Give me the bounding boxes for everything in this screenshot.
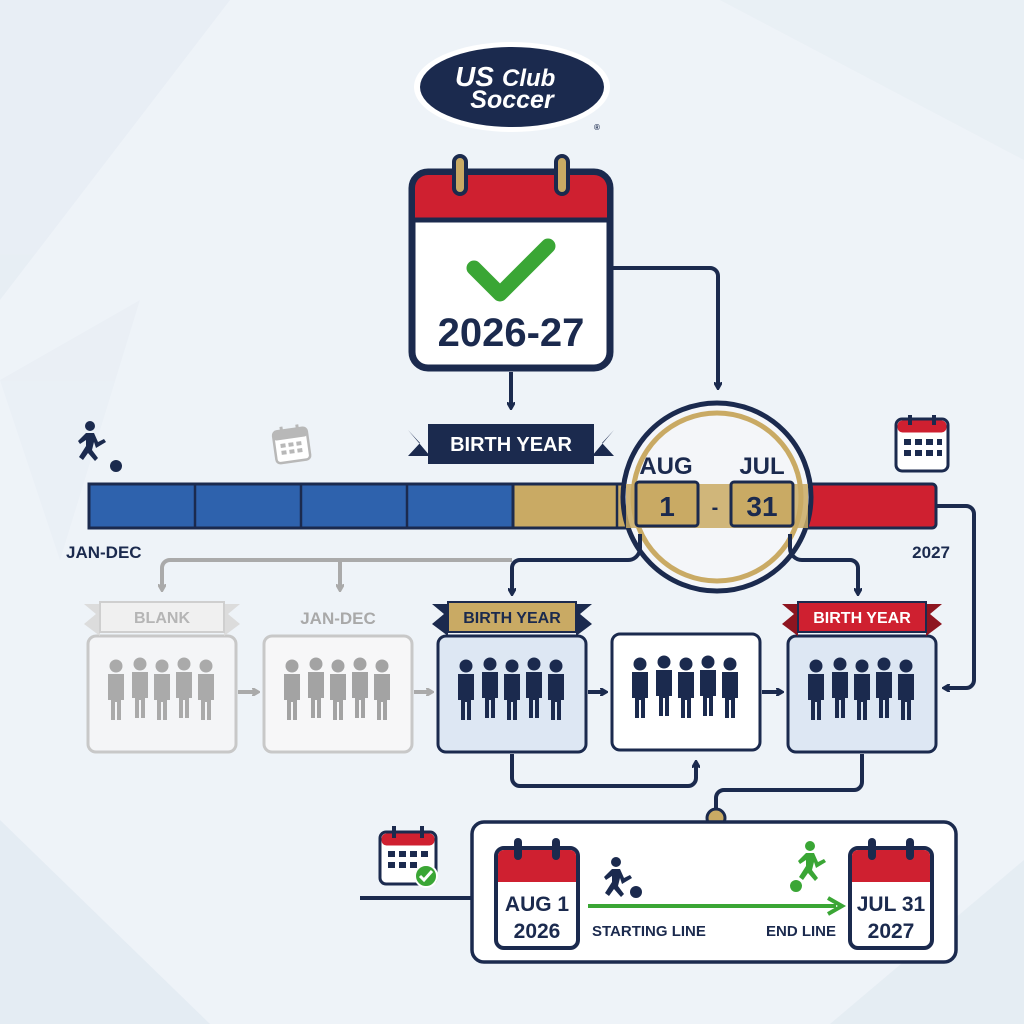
group-blank: BLANK [84, 601, 240, 754]
start-date-line2: 2026 [514, 920, 561, 943]
group-birth-year-red: BIRTH YEAR [782, 601, 942, 754]
runner-start-icon [604, 857, 642, 898]
runner-end-icon [790, 841, 826, 892]
checkmark-icon [466, 238, 556, 302]
end-date-line1: JUL 31 [857, 893, 926, 916]
window-end-month: JUL [739, 453, 784, 480]
logo-soccer: Soccer [470, 86, 555, 114]
group-jan-dec: JAN-DEC [262, 609, 414, 754]
season-calendar: 2026-27 [408, 154, 614, 372]
group-birth-year-gold: BIRTH YEAR [432, 601, 592, 754]
calendar-faded-icon [270, 421, 313, 466]
bar-connectors [162, 504, 976, 688]
start-date-calendar: AUG 1 2026 [494, 838, 580, 950]
starting-line-caption: STARTING LINE [592, 923, 706, 940]
end-line-caption: END LINE [766, 923, 836, 940]
timeline-right-label: 2027 [912, 543, 950, 562]
date-window-magnifier: AUG JUL 1 - 31 [620, 400, 814, 594]
us-club-soccer-logo: US Club Soccer ® [414, 42, 610, 132]
calendar-icon [894, 415, 950, 473]
group-jan-dec-label: JAN-DEC [300, 609, 376, 628]
logo-club: Club [502, 65, 555, 92]
timeline-bar: JAN-DEC 2027 [66, 482, 950, 562]
window-end-day: 31 [746, 491, 777, 522]
season-label: 2026-27 [438, 311, 585, 355]
calendar-check-icon [378, 826, 438, 888]
birth-year-banner-label: BIRTH YEAR [450, 434, 572, 456]
season-window-panel: AUG 1 2026 JUL 31 2027 STARTING LINE END… [360, 820, 958, 964]
runner-icon [78, 421, 122, 472]
start-date-line1: AUG 1 [505, 893, 570, 916]
calendar-connectors [511, 266, 718, 408]
window-start-day: 1 [659, 491, 675, 522]
birth-year-banner: BIRTH YEAR [408, 424, 614, 464]
group-blank-label: BLANK [134, 610, 190, 627]
end-date-calendar: JUL 31 2027 [848, 838, 934, 950]
group-gold-label: BIRTH YEAR [463, 610, 561, 627]
logo-us: US [455, 61, 494, 92]
green-arrowhead [827, 896, 847, 916]
group-plain [610, 632, 762, 752]
logo-registered-mark: ® [594, 123, 600, 132]
timeline-left-label: JAN-DEC [66, 543, 142, 562]
window-start-month: AUG [639, 453, 692, 480]
window-separator: - [712, 497, 719, 519]
end-date-line2: 2027 [868, 920, 915, 943]
group-flow-arrows [238, 692, 864, 829]
group-red-label: BIRTH YEAR [813, 610, 911, 627]
